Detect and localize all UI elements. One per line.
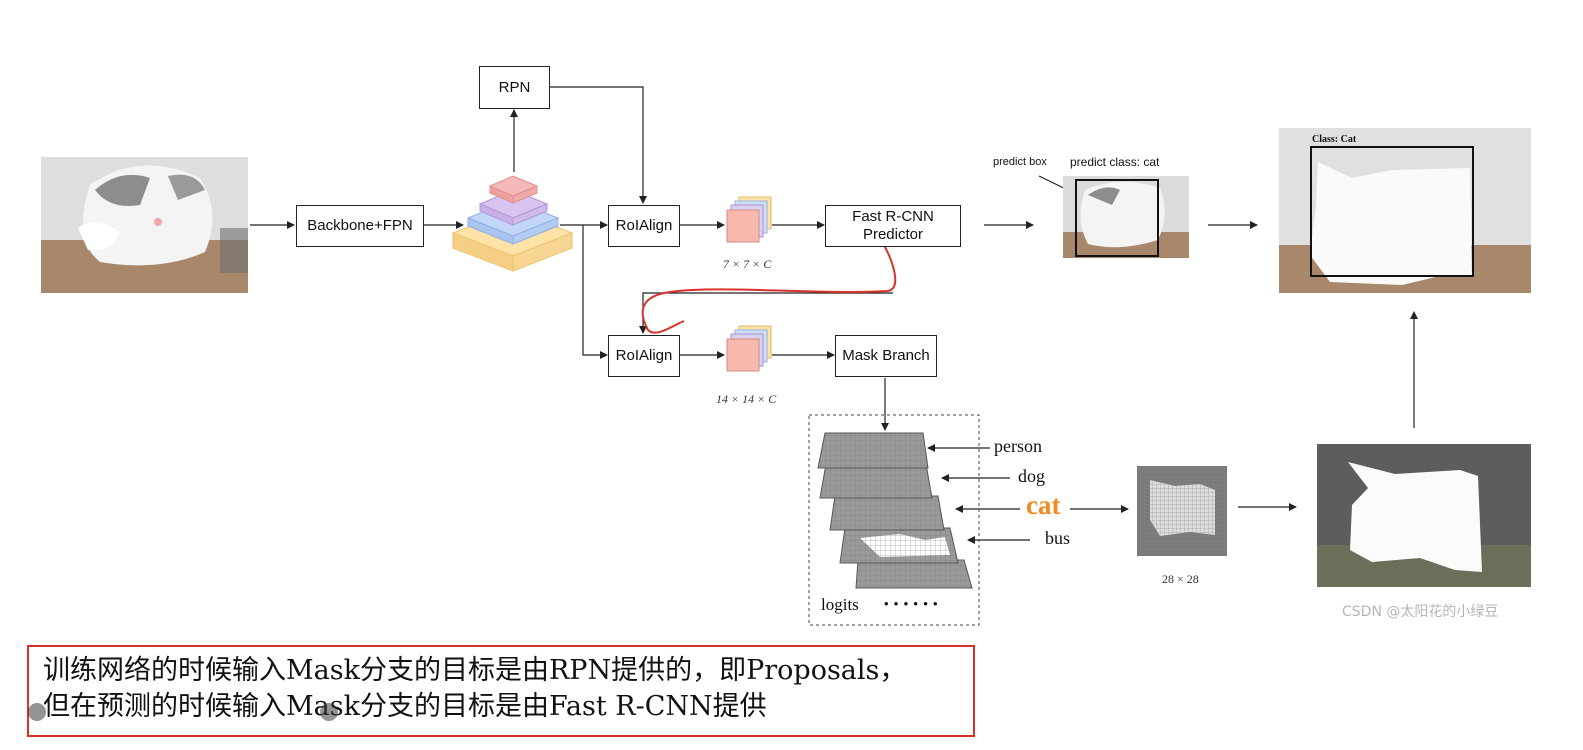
fast-rcnn-predictor-box: Fast R-CNN Predictor — [825, 205, 961, 247]
mask-28x28-grid — [1137, 466, 1227, 556]
dim-28x28-label: 28 × 28 — [1162, 572, 1199, 586]
logits-label: logits — [821, 595, 859, 614]
note-line-2: 但在预测的时候输入Mask分支的目标是由Fast R-CNN提供 — [43, 691, 767, 722]
logits-dashed-box — [808, 414, 980, 626]
predict-cat-image — [1063, 176, 1189, 258]
dim-14x14-label: 14 × 14 × C — [716, 392, 777, 406]
red-annotation-stroke — [641, 244, 897, 334]
mask-output-image — [1317, 444, 1531, 587]
result-cat-image — [1279, 128, 1531, 293]
feature-stack-7x7 — [726, 196, 772, 243]
rpn-box: RPN — [479, 66, 550, 109]
predict-box-label: predict box — [993, 156, 1047, 168]
csdn-watermark: CSDN @太阳花的小绿豆 — [1342, 604, 1499, 620]
result-class-label: Class: Cat — [1312, 134, 1357, 145]
mask-branch-box: Mask Branch — [835, 335, 937, 377]
logits-stack — [817, 432, 973, 589]
class-person-label: person — [994, 436, 1042, 456]
note-line-1: 训练网络的时候输入Mask分支的目标是由RPN提供的，即Proposals， — [43, 655, 907, 686]
logits-ellipsis: • • • • • • — [884, 596, 939, 611]
next-control-icon[interactable] — [320, 703, 338, 721]
feature-stack-14x14 — [726, 325, 772, 372]
dim-7x7-label: 7 × 7 × C — [723, 257, 772, 271]
prev-control-icon[interactable] — [28, 703, 46, 721]
predict-class-label: predict class: cat — [1070, 155, 1160, 169]
class-cat-label: cat — [1026, 490, 1061, 520]
backbone-fpn-box: Backbone+FPN — [296, 205, 424, 247]
annotation-note: 训练网络的时候输入Mask分支的目标是由RPN提供的，即Proposals， 但… — [27, 645, 975, 737]
class-bus-label: bus — [1045, 528, 1071, 548]
roialign-top-box: RoIAlign — [608, 205, 680, 247]
class-dog-label: dog — [1018, 466, 1045, 486]
roialign-bottom-box: RoIAlign — [608, 335, 680, 377]
fpn-pyramid — [451, 175, 574, 272]
input-cat-image — [41, 157, 248, 293]
